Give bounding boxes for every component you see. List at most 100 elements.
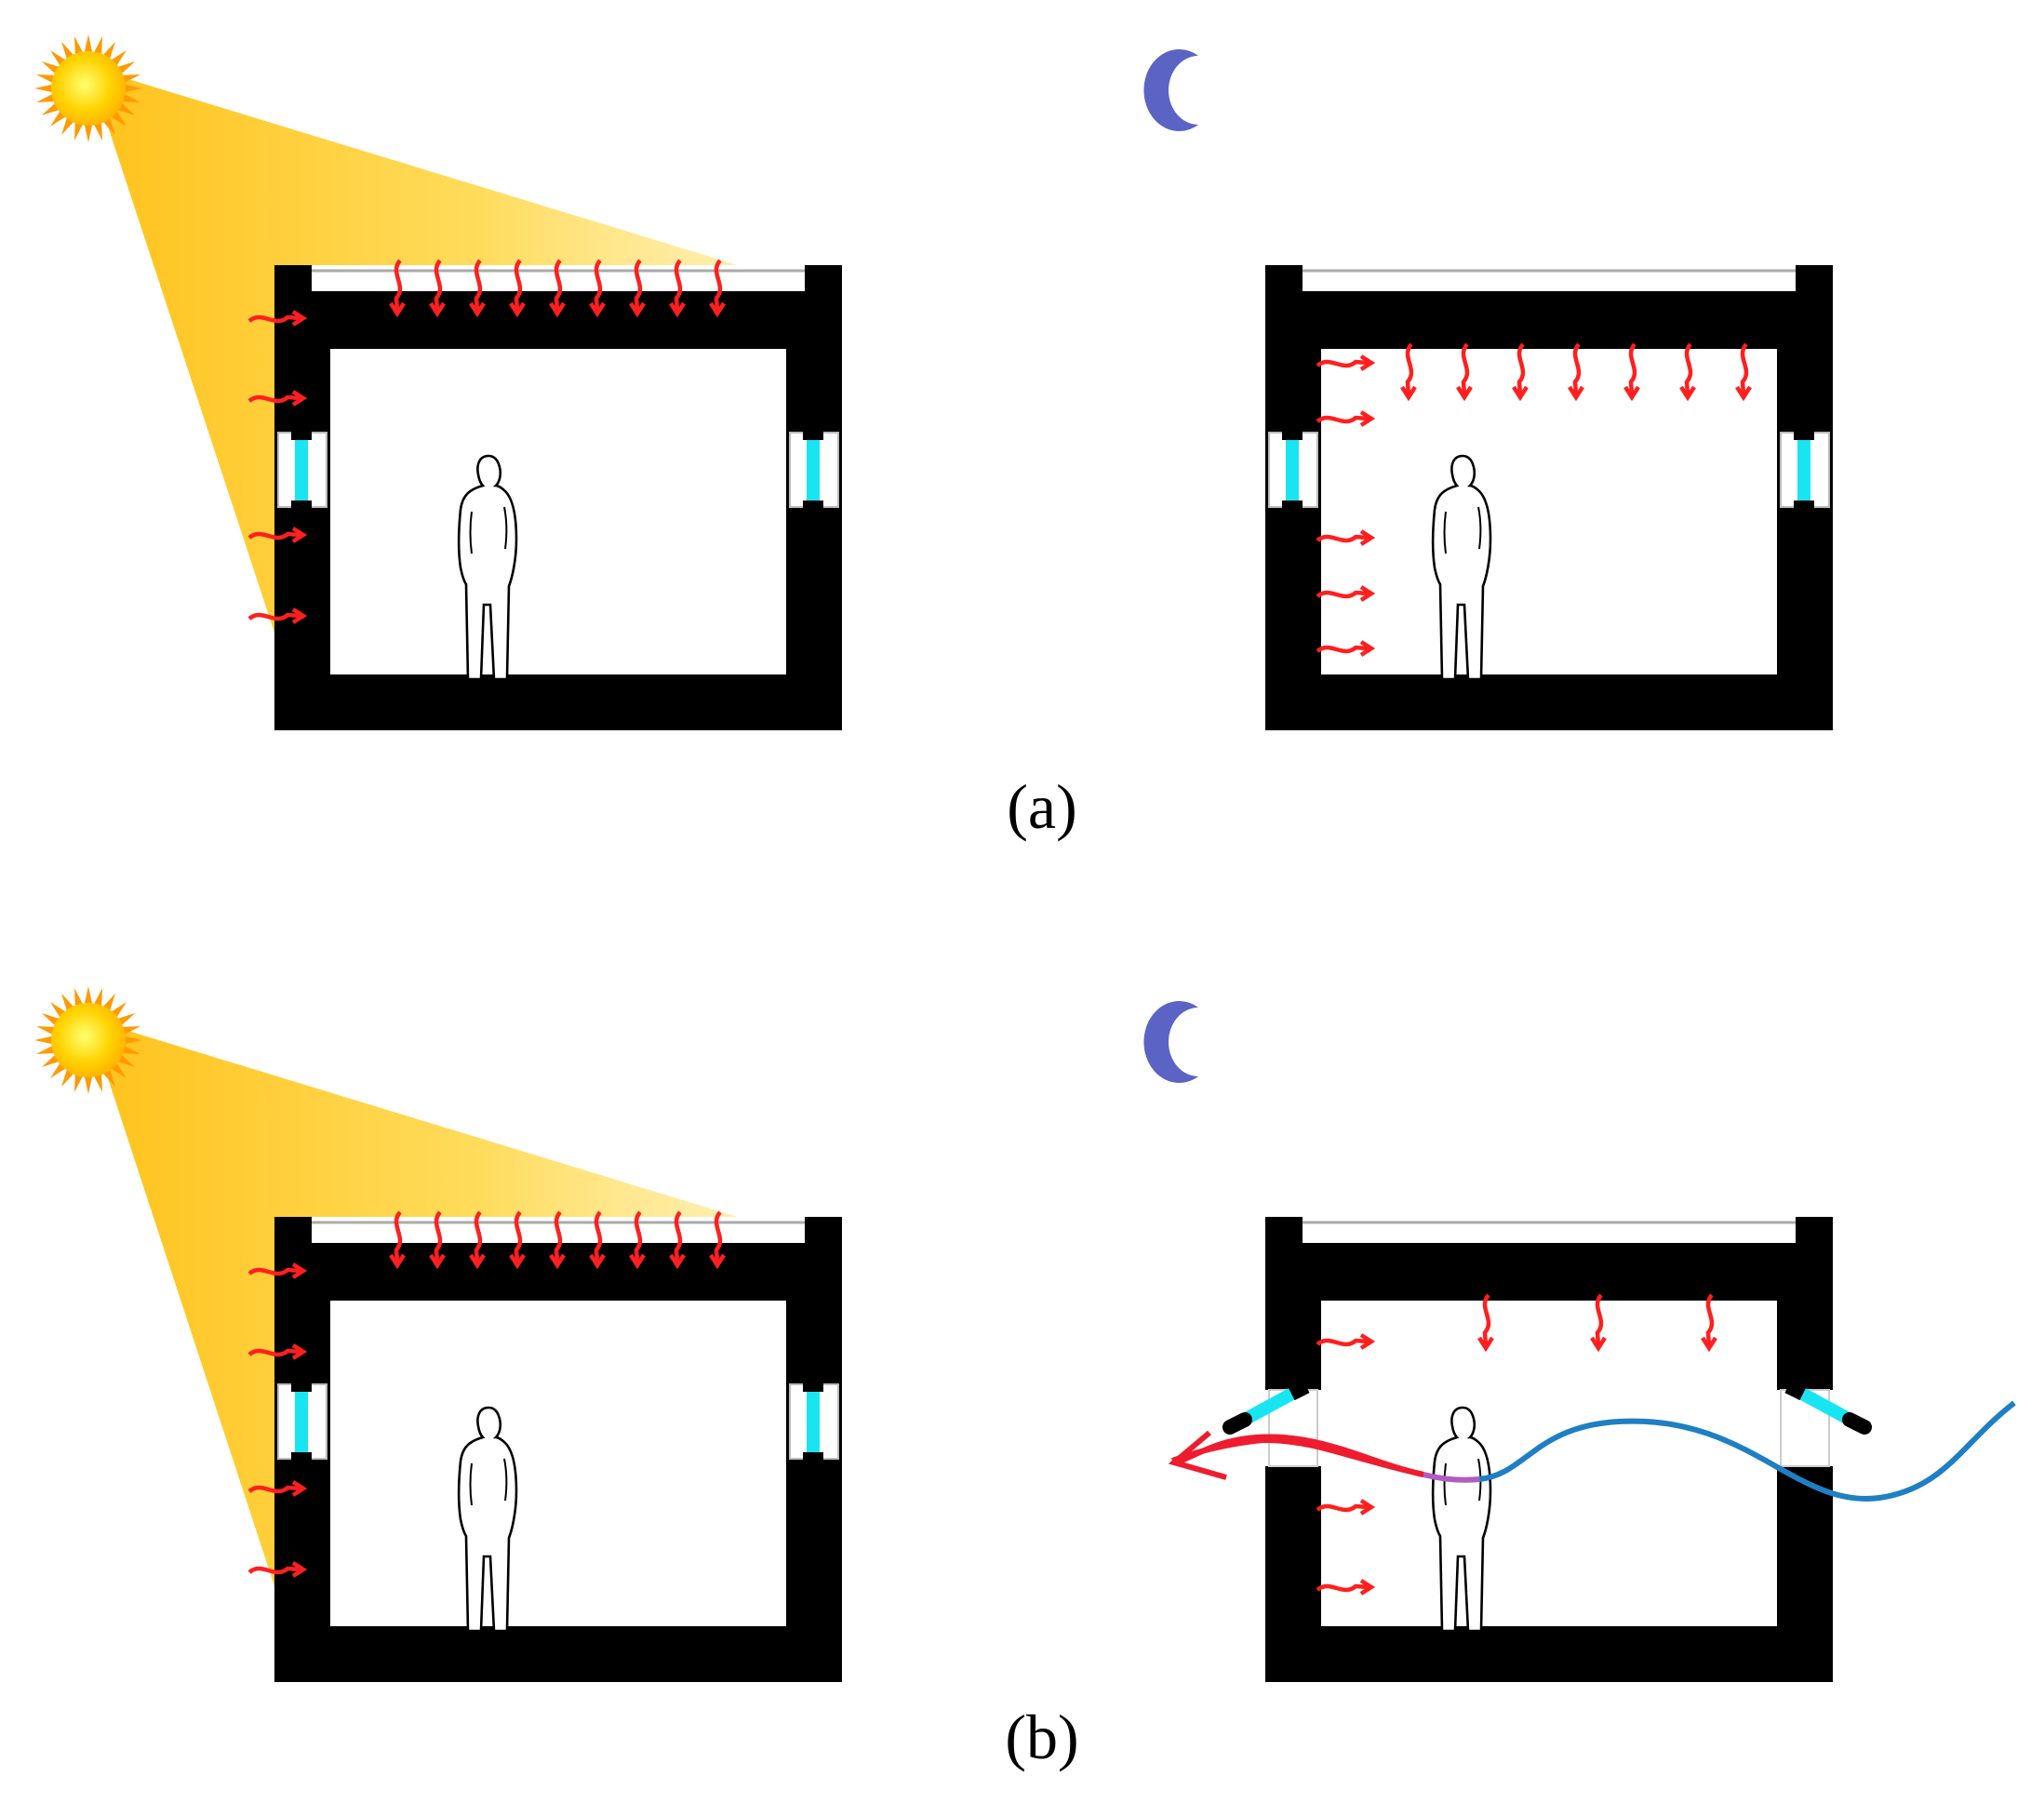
sun-ray bbox=[73, 1075, 83, 1093]
window-glass bbox=[807, 1389, 820, 1456]
heat-arrow-down bbox=[669, 259, 686, 318]
sun-ray bbox=[94, 1075, 103, 1093]
sun-ray bbox=[61, 1070, 73, 1088]
sun-ray bbox=[85, 125, 92, 142]
sunlight-beam bbox=[88, 1019, 805, 1586]
sun-ray bbox=[85, 986, 92, 1004]
heat-arrow-down bbox=[469, 259, 486, 318]
sun-ray bbox=[118, 1013, 136, 1025]
heat-arrow-down bbox=[709, 259, 726, 318]
building-section bbox=[274, 265, 842, 730]
sun-ray bbox=[61, 41, 73, 59]
building-section bbox=[274, 1217, 842, 1682]
sun-ray bbox=[123, 1046, 141, 1055]
person-silhouette-icon bbox=[457, 454, 518, 681]
heat-arrow-down bbox=[429, 1210, 446, 1270]
open-window-left bbox=[1222, 1379, 1310, 1435]
panel-b: (b) bbox=[34, 986, 2016, 1772]
heat-arrow-right bbox=[247, 1262, 308, 1279]
panel-a-day-scene bbox=[34, 34, 842, 730]
open-window-right bbox=[1784, 1379, 1872, 1435]
heat-arrow-down bbox=[1456, 342, 1473, 402]
sun-ray bbox=[103, 1070, 115, 1088]
panel-b-day-scene bbox=[34, 986, 842, 1682]
heat-arrow-down bbox=[509, 259, 526, 318]
sun-ray bbox=[103, 993, 115, 1010]
sun-ray bbox=[73, 35, 83, 54]
heat-arrow-right bbox=[1316, 1579, 1376, 1596]
sun-ray bbox=[103, 41, 115, 59]
sun-ray bbox=[123, 1025, 141, 1035]
warm-airflow-arrowhead bbox=[1168, 1430, 1227, 1480]
heat-arrow-down bbox=[629, 1210, 646, 1270]
heat-arrow-down bbox=[1590, 1293, 1607, 1353]
sun-ray bbox=[85, 34, 92, 52]
sun-ray bbox=[61, 993, 73, 1010]
window-glass bbox=[1797, 437, 1810, 504]
cool-airflow bbox=[1478, 1400, 2016, 1502]
heat-arrow-down bbox=[429, 259, 446, 318]
caption-b: (b) bbox=[1005, 1702, 1078, 1772]
window-glass bbox=[1286, 437, 1299, 504]
sun-ray bbox=[49, 112, 65, 127]
heat-arrows bbox=[247, 259, 1752, 1596]
sun-ray bbox=[35, 1025, 54, 1035]
sun-ray bbox=[41, 1055, 59, 1067]
heat-arrow-right bbox=[1316, 640, 1376, 657]
heat-arrow-down bbox=[389, 1210, 406, 1270]
heat-arrow-right bbox=[1316, 410, 1376, 427]
heat-arrow-right bbox=[247, 310, 308, 327]
sun-icon bbox=[34, 986, 142, 1094]
window-glass bbox=[295, 1389, 308, 1456]
sun-ray bbox=[41, 103, 59, 115]
sun-ray bbox=[112, 49, 127, 65]
airflow-arrow bbox=[1168, 1400, 2016, 1502]
window-glass bbox=[807, 437, 820, 504]
sun-ray bbox=[73, 123, 83, 141]
sun-ray bbox=[35, 94, 54, 103]
heat-arrow-right bbox=[1316, 1333, 1376, 1350]
heat-arrow-down bbox=[589, 1210, 606, 1270]
sun-ray bbox=[125, 1036, 142, 1044]
sun-ray bbox=[49, 1001, 65, 1017]
building-section bbox=[1222, 1217, 1872, 1682]
sun-ray bbox=[123, 94, 141, 103]
person-silhouette-icon bbox=[457, 1406, 518, 1633]
caption-a: (a) bbox=[1007, 771, 1076, 842]
heat-arrow-down bbox=[1679, 342, 1696, 402]
heat-arrow-right bbox=[1316, 1499, 1376, 1516]
sun-ray bbox=[41, 61, 59, 73]
sun-ray bbox=[94, 35, 103, 54]
window-glass bbox=[295, 437, 308, 504]
heat-arrow-down bbox=[1701, 1293, 1717, 1353]
crescent-moon-icon bbox=[1143, 49, 1198, 131]
heat-arrow-right bbox=[247, 390, 308, 407]
sun-ray bbox=[41, 1013, 59, 1025]
heat-arrow-down bbox=[1568, 342, 1584, 402]
panel-a-night-scene bbox=[1143, 49, 1833, 730]
heat-arrow-right bbox=[247, 1343, 308, 1360]
sun-ray bbox=[94, 987, 103, 1006]
sun-ray bbox=[49, 1063, 65, 1079]
sun-ray bbox=[73, 987, 83, 1006]
heat-arrow-down bbox=[589, 259, 606, 318]
heat-arrow-down bbox=[509, 1210, 526, 1270]
sun-ray bbox=[49, 49, 65, 65]
sun-ray bbox=[61, 118, 73, 136]
building-section bbox=[1265, 265, 1833, 730]
sun-ray bbox=[118, 103, 136, 115]
heat-arrow-down bbox=[1400, 342, 1417, 402]
mixed-airflow bbox=[1423, 1472, 1480, 1483]
heat-arrow-down bbox=[629, 259, 646, 318]
heat-arrow-down bbox=[1623, 342, 1640, 402]
heat-arrow-right bbox=[1316, 585, 1376, 602]
heat-arrow-down bbox=[1512, 342, 1529, 402]
heat-arrow-right bbox=[247, 527, 308, 543]
heat-arrow-down bbox=[709, 1210, 726, 1270]
heat-arrow-down bbox=[669, 1210, 686, 1270]
sun-ray bbox=[35, 1046, 54, 1055]
sun-ray bbox=[103, 118, 115, 136]
sun-ray bbox=[85, 1076, 92, 1094]
sun-ray bbox=[118, 61, 136, 73]
